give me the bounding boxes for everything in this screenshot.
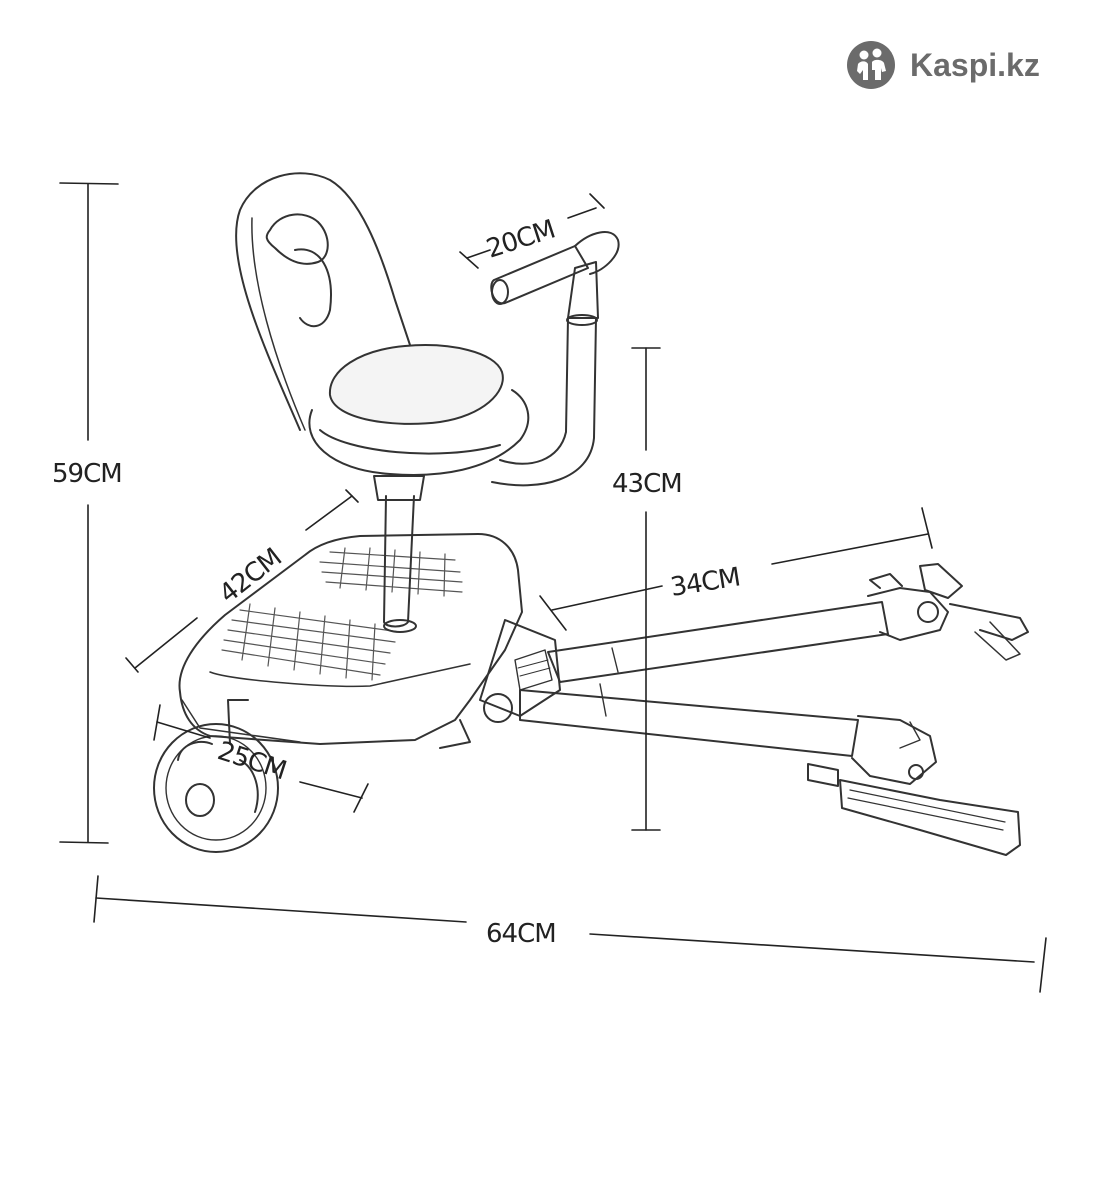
brand-name: Kaspi.kz — [910, 46, 1040, 83]
dim-64-left-tick — [93, 875, 99, 923]
dim-42-bottom-tick — [125, 657, 139, 673]
dim-20-left-tick — [459, 251, 479, 269]
brand-watermark: Kaspi.kz — [846, 40, 1040, 90]
dim-25-right-tick — [353, 783, 369, 813]
dim-34-right-line — [771, 533, 929, 565]
dim-34-left-line — [551, 585, 663, 611]
dim-34-right-tick — [921, 507, 933, 549]
seat-back — [235, 172, 411, 431]
dim-20-right-tick — [589, 193, 605, 209]
kaspi-logo-icon — [847, 41, 895, 89]
handlebar — [490, 231, 620, 487]
dimension-lines — [59, 182, 1047, 993]
dim-59-bottom-tick — [59, 841, 109, 844]
foot-board — [178, 533, 523, 749]
seat-post — [373, 475, 425, 633]
dim-34-left-tick — [539, 595, 567, 631]
dimension-labels: 59CM 20CM 43CM 42CM 34CM 25CM 64CM — [52, 215, 742, 949]
hinge-mechanism — [479, 619, 561, 723]
dim-20-right-line — [567, 207, 597, 219]
dim-42-bottom-line — [134, 617, 198, 669]
dim-64-right-tick — [1039, 937, 1047, 993]
scooter-board-drawing — [153, 172, 1029, 856]
dim-64-right-line — [589, 933, 1035, 963]
upper-arm — [547, 563, 1029, 683]
dim-64-left-line — [95, 897, 467, 923]
dim-label-25: 25CM — [214, 736, 290, 786]
dim-label-64: 64CM — [486, 919, 556, 949]
dim-25-left-line — [156, 721, 211, 739]
dim-25-right-line — [299, 781, 363, 799]
seat-cushion — [308, 344, 530, 476]
front-wheel — [153, 699, 279, 853]
dim-59-top-tick — [59, 182, 119, 185]
dim-label-43: 43CM — [612, 469, 682, 499]
dim-label-34: 34CM — [668, 562, 742, 603]
dim-20-left-line — [466, 249, 491, 259]
tread-pattern — [221, 547, 463, 681]
lower-arm — [519, 683, 1021, 856]
dim-42-top-line — [305, 495, 353, 531]
dim-label-59: 59CM — [52, 459, 122, 489]
